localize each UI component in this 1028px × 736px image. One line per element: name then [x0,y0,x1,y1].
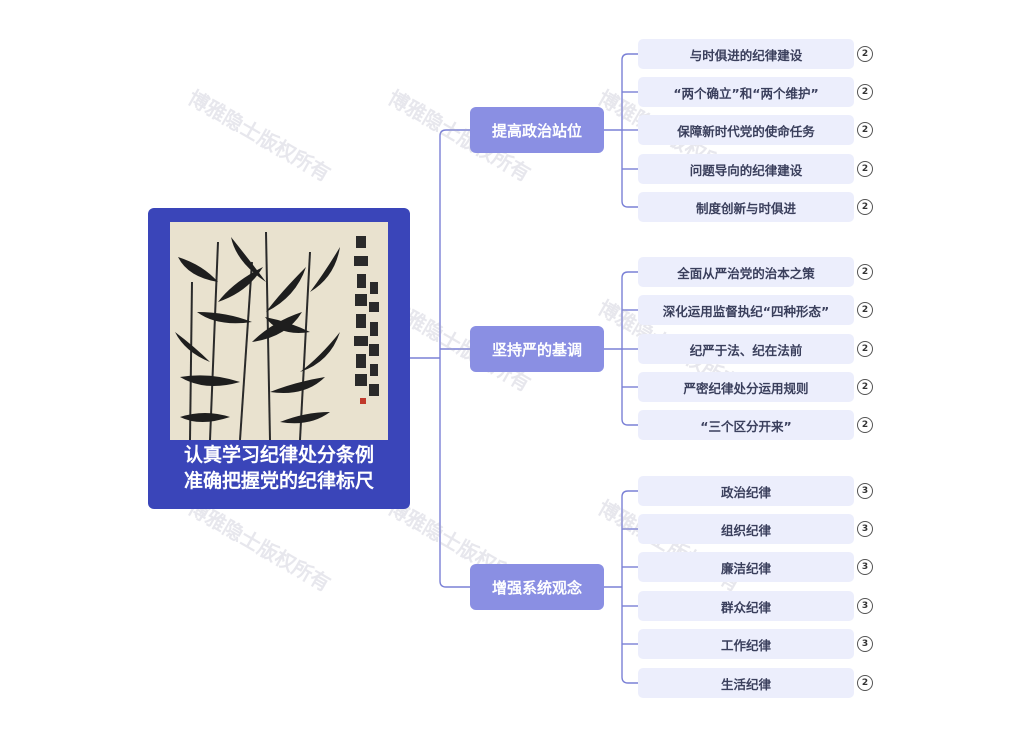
root-title-line1: 认真学习纪律处分条例 [183,444,374,466]
collapse-count-badge[interactable]: 2 [857,46,873,62]
collapse-count-badge[interactable]: 3 [857,521,873,537]
collapse-count-badge[interactable]: 2 [857,302,873,318]
branch-topic[interactable]: 提高政治站位 [470,107,604,153]
leaf-topic[interactable]: 严密纪律处分运用规则 [638,372,854,402]
root-title-line2: 准确把握党的纪律标尺 [183,470,374,492]
connector-line [621,490,638,498]
bamboo-painting-image [170,222,388,440]
collapse-count-badge[interactable]: 2 [857,199,873,215]
connector-line [439,129,470,137]
connector-line [439,580,470,588]
leaf-topic[interactable]: 与时俱进的纪律建设 [638,39,854,69]
leaf-topic[interactable]: “两个确立”和“两个维护” [638,77,854,107]
connector-line [621,271,638,279]
connector-line [621,53,638,61]
leaf-topic[interactable]: 全面从严治党的治本之策 [638,257,854,287]
leaf-topic[interactable]: 组织纪律 [638,514,854,544]
leaf-topic[interactable]: 政治纪律 [638,476,854,506]
leaf-topic[interactable]: 廉洁纪律 [638,552,854,582]
collapse-count-badge[interactable]: 2 [857,264,873,280]
root-topic[interactable]: 认真学习纪律处分条例 准确把握党的纪律标尺 [148,208,410,509]
leaf-topic[interactable]: 工作纪律 [638,629,854,659]
collapse-count-badge[interactable]: 3 [857,636,873,652]
connector-line [621,418,638,426]
collapse-count-badge[interactable]: 2 [857,122,873,138]
branch-topic[interactable]: 坚持严的基调 [470,326,604,372]
leaf-topic[interactable]: 生活纪律 [638,668,854,698]
collapse-count-badge[interactable]: 3 [857,483,873,499]
collapse-count-badge[interactable]: 3 [857,559,873,575]
leaf-topic[interactable]: “三个区分开来” [638,410,854,440]
leaf-topic[interactable]: 保障新时代党的使命任务 [638,115,854,145]
collapse-count-badge[interactable]: 3 [857,598,873,614]
leaf-topic[interactable]: 纪严于法、纪在法前 [638,334,854,364]
branch-topic[interactable]: 增强系统观念 [470,564,604,610]
collapse-count-badge[interactable]: 2 [857,341,873,357]
collapse-count-badge[interactable]: 2 [857,675,873,691]
connector-line [621,676,638,684]
leaf-topic[interactable]: 制度创新与时俱进 [638,192,854,222]
collapse-count-badge[interactable]: 2 [857,379,873,395]
collapse-count-badge[interactable]: 2 [857,161,873,177]
leaf-topic[interactable]: 深化运用监督执纪“四种形态” [638,295,854,325]
leaf-topic[interactable]: 群众纪律 [638,591,854,621]
collapse-count-badge[interactable]: 2 [857,417,873,433]
collapse-count-badge[interactable]: 2 [857,84,873,100]
leaf-topic[interactable]: 问题导向的纪律建设 [638,154,854,184]
root-title: 认真学习纪律处分条例 准确把握党的纪律标尺 [148,442,410,494]
connector-line [621,200,638,208]
